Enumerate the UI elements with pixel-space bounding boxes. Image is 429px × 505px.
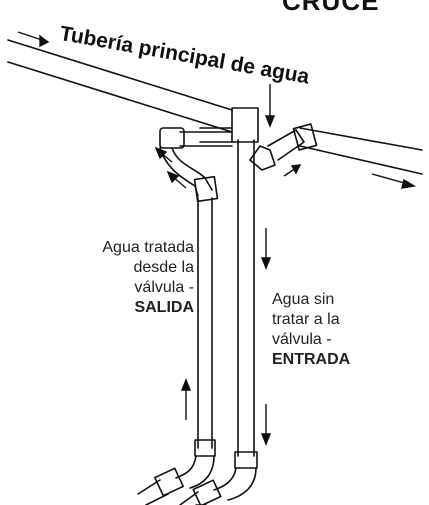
main-pipe-right-top <box>299 127 423 151</box>
inlet-bottom-coupling <box>234 451 258 469</box>
main-pipe-bottom-line <box>7 61 233 133</box>
main-pipe-top-line <box>7 39 233 111</box>
main-pipe-right-bottom <box>299 145 423 175</box>
inlet-label-entrada: ENTRADA <box>272 351 351 368</box>
outlet-label-line-1: Agua tratada <box>102 239 194 256</box>
outlet-label-bold: SALIDA <box>56 298 194 318</box>
inlet-elbow-connector <box>192 479 222 505</box>
right-elbow <box>249 145 276 171</box>
outlet-bottom-coupling <box>194 439 216 457</box>
inlet-label-line-2: tratar a la <box>272 311 340 328</box>
right-coupling <box>292 123 318 151</box>
inlet-label-line-1: Agua sin <box>272 291 335 308</box>
outlet-label-salida: SALIDA <box>134 299 194 316</box>
inlet-label-bold: ENTRADA <box>272 350 422 370</box>
top-elbow-fitting <box>231 107 259 143</box>
inlet-label-line-3: válvula - <box>272 331 332 348</box>
outlet-pipe-coupling <box>193 175 219 203</box>
outlet-label: Agua tratada desde la válvula - SALIDA <box>56 238 194 318</box>
diagram-title-cut: CRUCE <box>282 0 380 16</box>
outlet-elbow-connector <box>154 467 184 497</box>
outlet-label-line-3: válvula - <box>134 279 194 296</box>
outlet-label-line-2: desde la <box>133 259 195 276</box>
inlet-label: Agua sin tratar a la válvula - ENTRADA <box>272 290 422 370</box>
left-elbow-top <box>159 127 185 149</box>
